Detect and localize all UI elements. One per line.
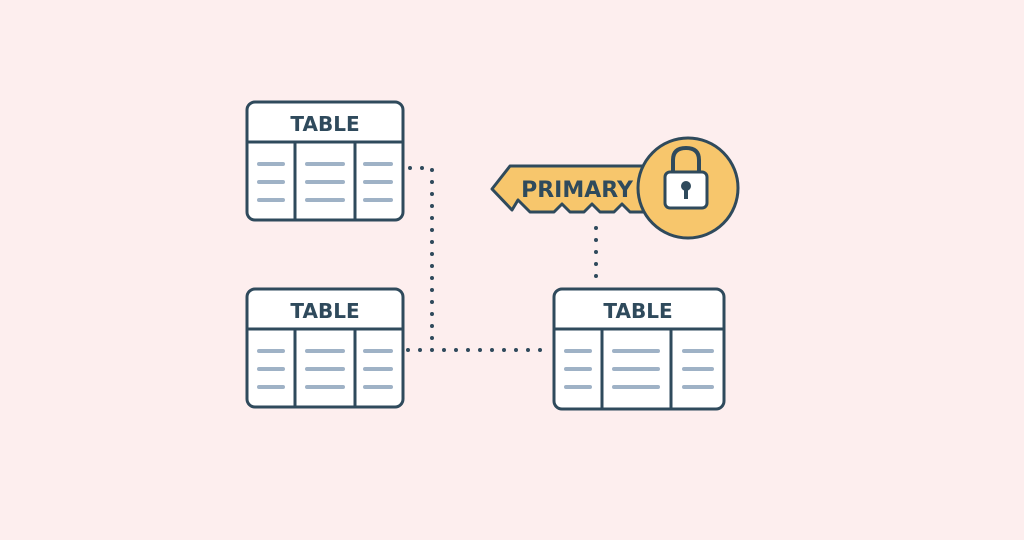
table-rows: [564, 349, 714, 389]
table-frame: [245, 287, 405, 409]
primary-key: PRIMARY: [490, 136, 740, 240]
table-rows: [257, 349, 393, 389]
table-label: TABLE: [290, 112, 359, 136]
connectors: [406, 166, 598, 352]
padlock-icon: [663, 145, 709, 210]
table-top-left: TABLE: [245, 100, 405, 222]
table-rows: [257, 162, 393, 202]
table-label: TABLE: [290, 299, 359, 323]
key-shaft: [490, 164, 648, 214]
table-frame: [245, 100, 405, 222]
table-bottom-left: TABLE: [245, 287, 405, 409]
key-label: PRIMARY: [521, 178, 634, 203]
table-label: TABLE: [603, 299, 672, 323]
table-right: TABLE: [552, 287, 726, 411]
connector-top-left-to-bottom: [408, 166, 434, 352]
